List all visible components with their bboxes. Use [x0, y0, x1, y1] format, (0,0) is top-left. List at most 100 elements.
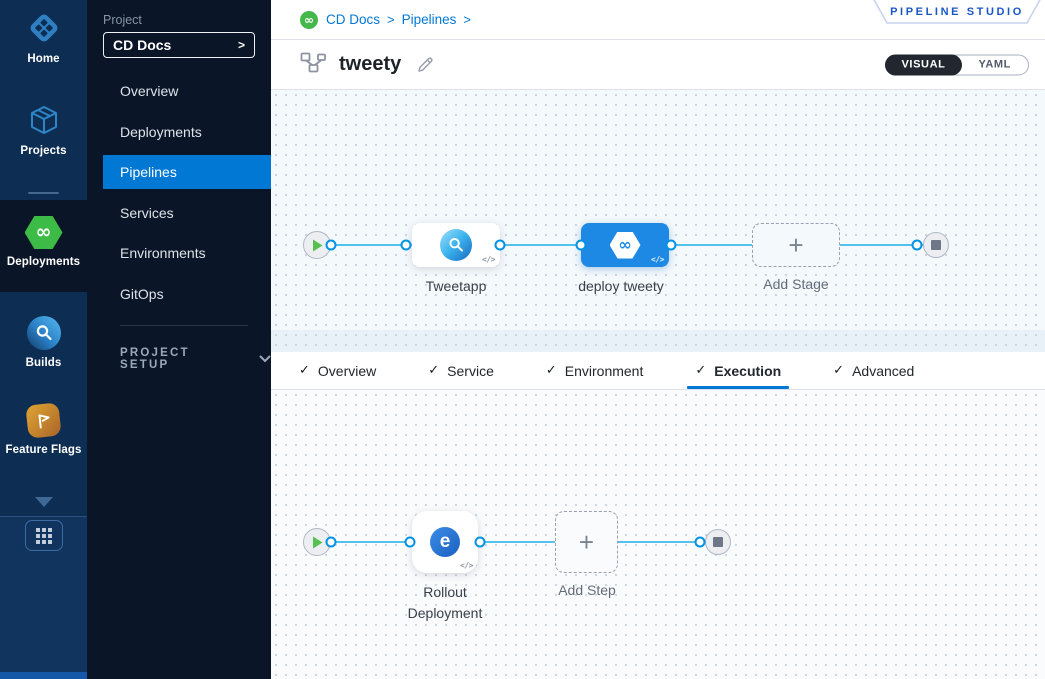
main-content: ∞ CD Docs > Pipelines > PIPELINE STUDIO	[271, 0, 1045, 679]
chevron-down-icon	[259, 350, 271, 368]
breadcrumb-link-project[interactable]: CD Docs	[326, 12, 381, 27]
connector-port[interactable]	[400, 239, 412, 251]
app-grid-button[interactable]	[24, 520, 63, 551]
project-name: CD Docs	[113, 37, 172, 53]
breadcrumb: ∞ CD Docs > Pipelines > PIPELINE STUDIO	[271, 0, 1045, 40]
toggle-visual[interactable]: VISUAL	[884, 54, 963, 75]
connector-port[interactable]	[575, 239, 587, 251]
pipeline-graph-icon	[300, 52, 327, 78]
cube-icon	[0, 102, 87, 138]
pipeline-studio-badge: PIPELINE STUDIO	[872, 0, 1042, 25]
connector-port[interactable]	[494, 239, 506, 251]
rail-label: Deployments	[6, 256, 81, 268]
add-step-button[interactable]: +	[555, 511, 618, 573]
rail-accent-strip	[0, 672, 87, 679]
edit-pencil-icon[interactable]	[416, 55, 435, 74]
sidebar-menu: Overview Deployments Pipelines Services …	[87, 74, 271, 317]
rail-bottom-panel	[0, 516, 87, 679]
connector-port[interactable]	[665, 239, 677, 251]
code-icon: </>	[460, 561, 473, 570]
module-rail: Home Projects ∞ Deployments	[0, 0, 87, 679]
tab-overview[interactable]: ✓ Overview	[299, 362, 377, 379]
project-sidebar: Project CD Docs > Overview Deployments P…	[87, 0, 271, 679]
rollout-deployment-icon: e	[430, 527, 460, 557]
project-setup-label: PROJECT SETUP	[120, 347, 190, 371]
execution-end-node[interactable]	[705, 529, 731, 555]
project-selector[interactable]: CD Docs >	[103, 32, 255, 58]
rail-label: Home	[27, 53, 60, 65]
pipeline-title-bar: tweety VISUAL YAML	[271, 40, 1045, 90]
stage-config-tabs: ✓ Overview ✓ Service ✓ Environment ✓ Exe…	[271, 352, 1045, 390]
sidebar-item-deployments[interactable]: Deployments	[120, 123, 202, 140]
connector-port[interactable]	[911, 239, 923, 251]
breadcrumb-separator: >	[463, 12, 471, 27]
play-icon	[312, 239, 322, 251]
tab-execution[interactable]: ✓ Execution	[687, 352, 789, 389]
check-icon: ✓	[833, 363, 845, 378]
stage-node-deploy-tweety-selected[interactable]: ∞ </>	[581, 223, 669, 267]
add-stage-label: Add Stage	[763, 276, 829, 292]
chevron-right-icon: >	[237, 38, 245, 52]
add-step-label: Add Step	[558, 582, 616, 598]
sidebar-item-gitops[interactable]: GitOps	[120, 285, 164, 302]
toggle-yaml[interactable]: YAML	[978, 58, 1011, 71]
chevron-down-icon[interactable]	[34, 497, 53, 507]
execution-canvas[interactable]: e </> + Rollout Deployment Add Step	[271, 390, 1045, 679]
rail-item-builds[interactable]: Builds	[0, 316, 87, 369]
connector-port[interactable]	[325, 239, 337, 251]
sidebar-item-overview[interactable]: Overview	[120, 83, 179, 99]
pipeline-end-node[interactable]	[923, 232, 949, 258]
check-icon: ✓	[428, 363, 440, 378]
cd-infinity-icon: ∞	[609, 231, 641, 259]
rail-item-deployments[interactable]: ∞ Deployments	[0, 200, 87, 292]
breadcrumb-separator: >	[387, 12, 395, 27]
rail-label: Builds	[25, 357, 62, 369]
cd-module-icon: ∞	[300, 10, 318, 29]
connector-port[interactable]	[694, 536, 706, 548]
waffle-icon	[35, 527, 52, 544]
sidebar-item-pipelines[interactable]: Pipelines	[103, 155, 271, 189]
stage-label: deploy tweety	[578, 278, 664, 294]
tab-environment[interactable]: ✓ Environment	[545, 362, 644, 379]
connector-port[interactable]	[404, 536, 416, 548]
sidebar-item-services[interactable]: Services	[120, 204, 174, 221]
rail-item-projects[interactable]: Projects	[0, 102, 87, 157]
stage-node-tweetapp[interactable]: </>	[412, 223, 500, 267]
stop-icon	[931, 240, 941, 250]
sidebar-item-environments[interactable]: Environments	[120, 245, 206, 261]
harness-logo-icon	[0, 10, 87, 46]
pipeline-name: tweety	[339, 53, 402, 75]
rail-item-home[interactable]: Home	[0, 10, 87, 65]
project-setup-toggle[interactable]: PROJECT SETUP	[120, 347, 271, 371]
code-icon: </>	[651, 255, 664, 264]
check-icon: ✓	[545, 363, 557, 378]
connector-port[interactable]	[325, 536, 337, 548]
add-stage-button[interactable]: +	[752, 223, 840, 267]
tab-advanced[interactable]: ✓ Advanced	[833, 362, 915, 379]
deploy-stage-icon	[440, 229, 472, 261]
play-icon	[312, 536, 322, 548]
stage-label: Tweetapp	[425, 278, 487, 294]
project-label: Project	[103, 13, 142, 27]
view-toggle: VISUAL YAML	[884, 54, 1029, 75]
step-label: Rollout Deployment	[407, 584, 483, 621]
breadcrumb-link-pipelines[interactable]: Pipelines	[401, 12, 457, 27]
ci-magnifier-icon	[0, 316, 87, 350]
rail-divider	[28, 192, 59, 194]
check-icon: ✓	[695, 363, 707, 378]
sidebar-divider	[120, 325, 248, 326]
cd-hexagon-icon: ∞	[0, 216, 87, 249]
pipeline-studio-label: PIPELINE STUDIO	[890, 5, 1024, 18]
step-node-rollout-deployment[interactable]: e </>	[412, 511, 478, 573]
tab-service[interactable]: ✓ Service	[428, 362, 494, 379]
code-icon: </>	[482, 255, 495, 264]
stop-icon	[713, 537, 723, 547]
pipeline-start-node[interactable]	[303, 231, 331, 259]
rail-item-feature-flags[interactable]: Feature Flags	[0, 402, 87, 456]
stage-canvas[interactable]: </> ∞ </> + Tweetapp deploy tweety Add S…	[271, 90, 1045, 352]
check-icon: ✓	[299, 363, 310, 378]
plus-icon: +	[578, 527, 595, 557]
rail-label: Projects	[20, 145, 67, 157]
connector-port[interactable]	[474, 536, 486, 548]
